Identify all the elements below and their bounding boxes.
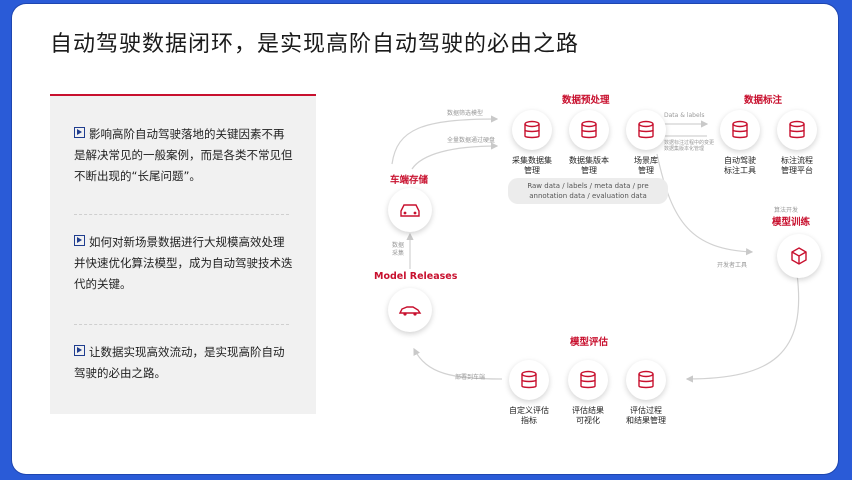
section-evaluation: 模型评估 [570,337,609,348]
database-icon [720,110,760,150]
note-data-labels: Data & labels [664,112,705,119]
database-icon [626,110,666,150]
play-icon [74,345,85,356]
node-label-label-flow: 标注流程 管理平台 [781,156,813,175]
node-label-visual: 评估结果 可视化 [572,406,604,425]
database-icon [626,360,666,400]
car-side-icon [388,288,432,332]
play-icon [74,235,85,246]
section-preprocess: 数据预处理 [562,95,610,106]
divider [74,214,289,215]
section-storage: 车端存储 [390,175,429,186]
node-label-version: 数据集版本 管理 [569,156,609,175]
page-title: 自动驾驶数据闭环，是实现高阶自动驾驶的必由之路 [50,32,580,57]
car-front-icon [388,188,432,232]
bullet-3: 让数据实现高效流动，是实现高阶自动驾驶的必由之路。 [74,342,294,384]
divider [74,324,289,325]
database-icon [512,110,552,150]
node-label-scene: 场景库 管理 [634,156,658,175]
bullet-2: 如何对新场景数据进行大规模高效处理并快速优化算法模型，成为自动驾驶技术迭代的关键… [74,232,294,295]
note-dev-tools: 开发者工具 [717,262,748,269]
bullet-text: 如何对新场景数据进行大规模高效处理并快速优化算法模型，成为自动驾驶技术迭代的关键… [74,235,293,291]
play-icon [74,127,85,138]
note-data-labels-sub: 数据标注过程中的变更 数据集版本化管理 [664,140,715,152]
node-label-custom-eval: 自定义评估 指标 [509,406,549,425]
data-loop-diagram: 数据筛选模型 全量数据通过硬盘 数据预处理 数据标注 采集数据集 管理 数据集版… [352,74,832,444]
note-upload: 全量数据通过硬盘 [447,137,496,144]
section-training: 模型训练 [772,217,811,228]
bullet-1: 影响高阶自动驾驶落地的关键因素不再是解决常见的一般案例，而是各类不常见但不断出现… [74,124,294,187]
node-label-auto-label: 自动驾驶 标注工具 [724,156,756,175]
node-label-process-mgmt: 评估过程 和结果管理 [626,406,666,425]
key-points-panel: 影响高阶自动驾驶落地的关键因素不再是解决常见的一般案例，而是各类不常见但不断出现… [50,94,316,414]
model-cube-icon [777,234,821,278]
database-icon [777,110,817,150]
bullet-text: 让数据实现高效流动，是实现高阶自动驾驶的必由之路。 [74,345,285,380]
database-icon [509,360,549,400]
bullet-text: 影响高阶自动驾驶落地的关键因素不再是解决常见的一般案例，而是各类不常见但不断出现… [74,127,293,183]
database-icon [569,110,609,150]
note-deploy: 部署到车端 [455,374,486,381]
section-labeling: 数据标注 [744,95,783,106]
note-algo-dev: 算法开发 [774,207,799,214]
section-releases: Model Releases [374,271,458,282]
note-collect-arrow: 数据 采集 [392,242,405,257]
node-label-collect: 采集数据集 管理 [512,156,552,175]
data-types-note: Raw data / labels / meta data / pre anno… [508,178,668,204]
database-icon [568,360,608,400]
slide: 自动驾驶数据闭环，是实现高阶自动驾驶的必由之路 影响高阶自动驾驶落地的关键因素不… [12,4,838,474]
note-filter: 数据筛选模型 [447,110,484,117]
